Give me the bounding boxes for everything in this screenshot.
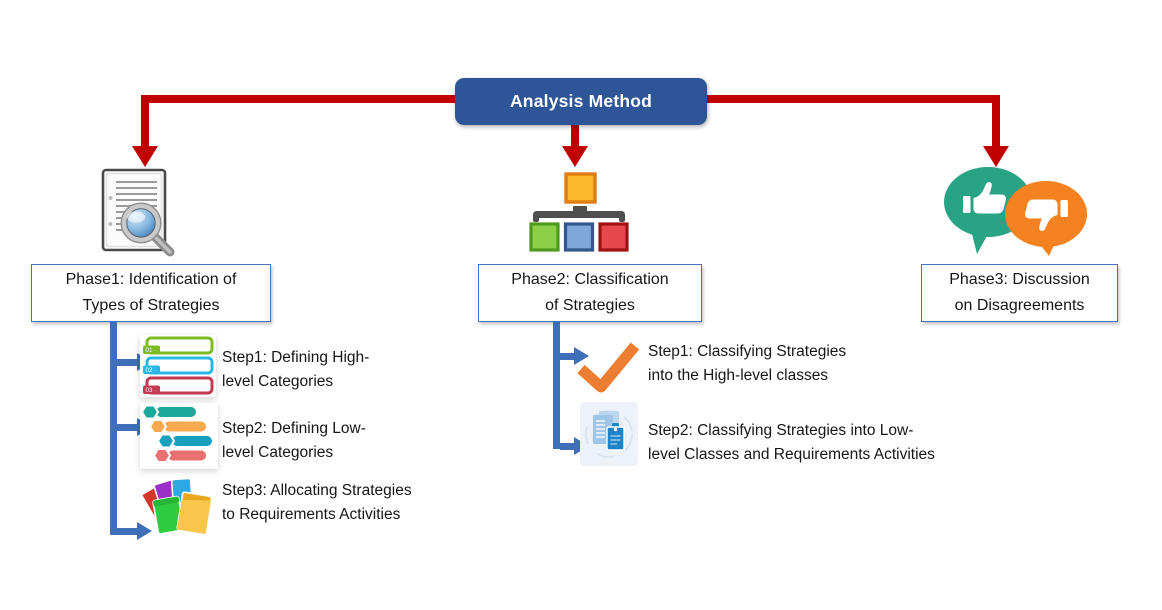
phase2-arrowhead-step1 — [574, 346, 589, 365]
phase3-box: Phase3: Discussion on Disagreements — [921, 264, 1118, 322]
title-label: Analysis Method — [509, 91, 653, 111]
phase1-step1-text: Step1: Defining High- level Categories — [222, 346, 369, 393]
phase1-step1-line1: Step1: Defining High- — [222, 349, 370, 366]
phase3-label-line1: Phase3: Discussion — [949, 271, 1090, 288]
phase2-step1-line1: Step1: Classifying Strategies — [648, 343, 847, 360]
list-label-03: 03 · — [146, 387, 157, 394]
phase3-label-line2: on Disagreements — [954, 297, 1085, 314]
phase2-connector-vertical — [553, 322, 560, 449]
phase2-box: Phase2: Classification of Strategies — [478, 264, 702, 322]
phase2-step2-line2: level Classes and Requirements Activitie… — [648, 445, 935, 463]
phase1-label-line1: Phase1: Identification of — [65, 271, 237, 288]
red-connector-left-horizontal — [141, 95, 455, 103]
red-arrowhead-left — [132, 146, 158, 167]
phase1-label-line2: Types of Strategies — [82, 297, 220, 314]
phase1-step3-text: Step3: Allocating Strategies to Requirem… — [222, 479, 412, 526]
red-arrowhead-right — [983, 146, 1009, 167]
document-tag-icon — [580, 402, 638, 466]
phase2-step1-text: Step1: Classifying Strategies into the H… — [648, 340, 846, 387]
title-box: Analysis Method — [455, 78, 707, 125]
red-connector-right-horizontal — [707, 95, 996, 103]
milestone-chart-icon — [140, 403, 218, 469]
phase1-step2-line1: Step2: Defining Low- — [222, 420, 366, 437]
phase1-step2-line2: level Categories — [222, 443, 334, 461]
phase2-step1-line2: into the High-level classes — [648, 366, 829, 384]
phase1-arrowhead-step3 — [137, 521, 152, 540]
hierarchy-icon — [525, 172, 633, 252]
phase1-connector-vertical — [110, 322, 117, 535]
folders-icon — [141, 474, 216, 538]
phase1-box: Phase1: Identification of Types of Strat… — [31, 264, 271, 322]
phase2-label-line1: Phase2: Classification — [511, 271, 669, 288]
phase2-connector-arm2 — [560, 442, 574, 450]
red-connector-center-vertical — [571, 125, 579, 147]
phase1-step3-line2: to Requirements Activities — [222, 505, 401, 523]
document-magnifier-icon — [93, 167, 179, 257]
phase1-step3-line1: Step3: Allocating Strategies — [222, 482, 412, 499]
list-label-02: 02 · — [146, 367, 157, 374]
list-label-01: 01 · — [146, 347, 157, 354]
red-connector-left-vertical — [141, 95, 149, 147]
phase2-step2-line1: Step2: Classifying Strategies into Low- — [648, 422, 914, 439]
phase1-connector-arm3 — [117, 527, 137, 535]
phase1-connector-arm2 — [117, 423, 137, 431]
numbered-list-icon: 01 · 02 · 03 · — [140, 335, 216, 397]
thumbs-feedback-icon — [941, 164, 1089, 256]
phase2-step2-text: Step2: Classifying Strategies into Low- … — [648, 419, 935, 466]
check-mark-icon — [575, 339, 641, 395]
phase2-connector-arm1 — [560, 352, 574, 360]
red-arrowhead-center — [562, 146, 588, 167]
phase1-connector-arm1 — [117, 358, 137, 366]
red-connector-right-vertical — [992, 95, 1000, 147]
phase2-label-line2: of Strategies — [545, 297, 635, 314]
phase1-step2-text: Step2: Defining Low- level Categories — [222, 417, 366, 464]
phase1-step1-line2: level Categories — [222, 372, 334, 390]
